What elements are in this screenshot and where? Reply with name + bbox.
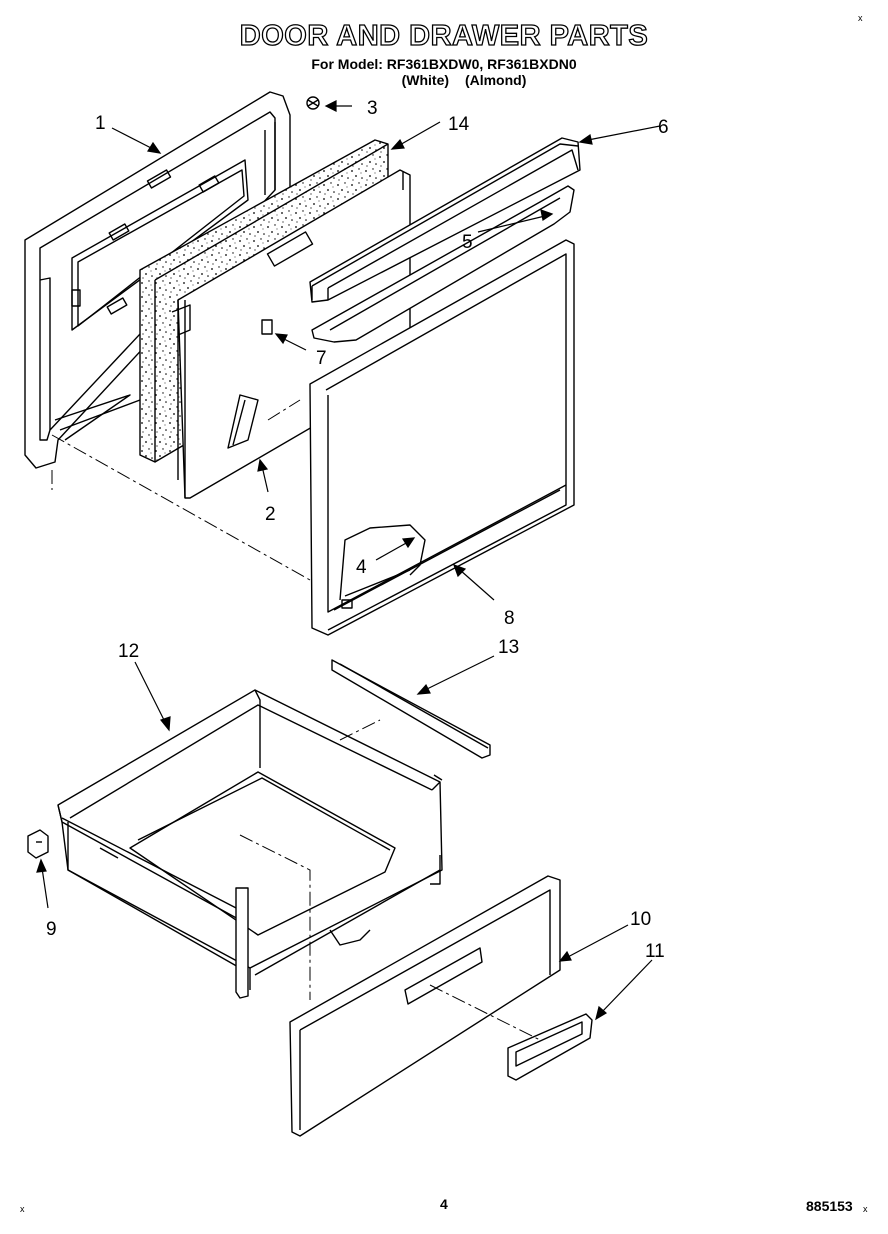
corner-mark-top-right: x xyxy=(858,13,863,23)
door-clip xyxy=(261,319,273,335)
color-almond-label: (Almond) xyxy=(464,72,527,88)
callout-11: 11 xyxy=(645,941,665,962)
corner-mark-bottom-right: x xyxy=(863,1204,868,1214)
screw-part xyxy=(306,96,320,110)
door-window-frame xyxy=(309,239,575,636)
callout-8: 8 xyxy=(504,608,515,629)
callout-1: 1 xyxy=(95,113,106,134)
callout-4: 4 xyxy=(356,557,367,578)
callout-12: 12 xyxy=(118,641,139,662)
callout-13: 13 xyxy=(498,637,519,658)
page-title: DOOR AND DRAWER PARTS xyxy=(239,19,649,52)
color-line: (White) (Almond) xyxy=(20,72,888,88)
callout-7: 7 xyxy=(316,348,327,369)
door-top-trim xyxy=(309,137,581,303)
drawer-rail xyxy=(331,659,491,759)
corner-mark-bottom-left: x xyxy=(20,1204,25,1214)
callout-3: 3 xyxy=(367,98,378,119)
drawer-body xyxy=(57,689,443,999)
callout-9: 9 xyxy=(46,919,57,940)
callout-2: 2 xyxy=(265,504,276,525)
callout-10: 10 xyxy=(630,909,651,930)
callout-6: 6 xyxy=(658,117,669,138)
drawer-front-panel xyxy=(289,875,561,1137)
drawer-handle xyxy=(507,1013,593,1081)
callout-5: 5 xyxy=(462,232,473,253)
model-line: For Model: RF361BXDW0, RF361BXDN0 xyxy=(311,56,577,72)
page-number: 4 xyxy=(440,1196,448,1212)
document-code: 885153 xyxy=(806,1198,853,1214)
callout-14: 14 xyxy=(448,114,470,135)
drawer-bracket xyxy=(27,829,49,859)
color-white-label: (White) xyxy=(401,72,450,88)
